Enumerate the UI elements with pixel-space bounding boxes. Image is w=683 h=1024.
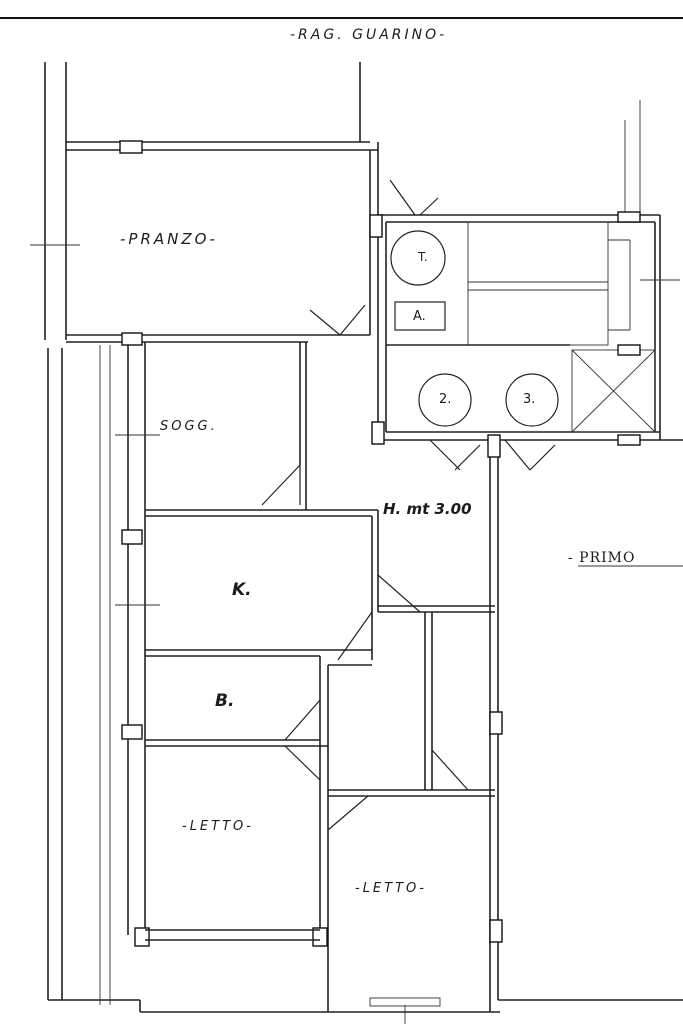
room-label-bath: B. (215, 691, 235, 711)
bedroom-bottom-walls (145, 929, 441, 1007)
left-exterior-wall (44, 62, 500, 1013)
drawing-title: -RAG. GUARINO- (290, 27, 448, 43)
lift-circles (390, 230, 559, 427)
room-label-kitchen: K. (232, 580, 252, 600)
room-label-letto-left: -LETTO- (182, 819, 254, 834)
lift-label-2: 2. (439, 392, 452, 407)
floor-label: - PRIMO (568, 550, 636, 566)
stair-core (309, 179, 683, 471)
room-pranzo-walls (66, 62, 379, 440)
room-sogg-walls (127, 342, 378, 935)
room-label-sogg: SOGG. (160, 419, 218, 434)
room-label-pranzo: -PRANZO- (120, 230, 218, 248)
lift-label-t: T. (418, 250, 428, 264)
box-label-a: A. (413, 309, 426, 324)
central-small-rooms (327, 605, 495, 831)
height-note: H. mt 3.00 (383, 500, 472, 518)
room-label-letto-right: -LETTO- (355, 881, 427, 896)
room-kitchen-walls (145, 510, 421, 661)
room-bath-walls (145, 656, 329, 1012)
lift-label-3: 3. (523, 392, 536, 407)
columns (119, 140, 641, 947)
window-axes (30, 244, 680, 1024)
